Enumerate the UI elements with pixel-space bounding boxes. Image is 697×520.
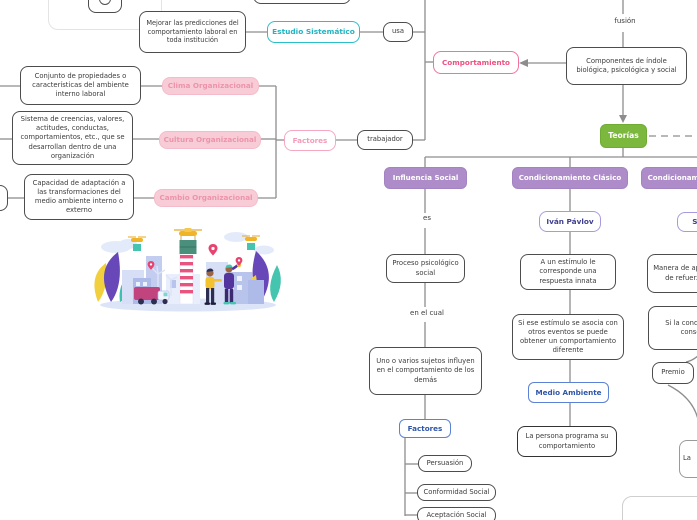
edge-label-en-el-cual[interactable]: en el cual	[403, 309, 451, 317]
drone-small-left-icon	[128, 236, 146, 251]
node-cultura-organizacional[interactable]: Cultura Organizacional	[159, 131, 261, 149]
node-influencia-social[interactable]: Influencia Social	[384, 167, 467, 189]
drone-small-right-icon	[242, 235, 260, 250]
node-capacidad-adaptacion[interactable]: Capacidad de adaptación a las transforma…	[24, 174, 134, 220]
node-factores-influencia[interactable]: Factores	[399, 419, 451, 438]
node-estudio-sistematico[interactable]: Estudio Sistemático	[267, 21, 360, 43]
node-medio-ambiente[interactable]: Medio Ambiente	[528, 382, 609, 403]
delivery-truck-icon	[134, 287, 170, 305]
node-comportamiento[interactable]: Comportamiento	[433, 51, 519, 74]
partial-node-top[interactable]	[253, 0, 351, 4]
node-premio[interactable]: Premio	[652, 362, 694, 384]
person-yellow-icon	[204, 268, 222, 305]
location-pins-icon	[147, 244, 243, 270]
city-delivery-drones-illustration[interactable]	[88, 226, 288, 314]
node-la-partial[interactable]: La	[679, 440, 697, 478]
node-componentes-indole[interactable]: Componentes de índole biológica, psicoló…	[566, 47, 687, 85]
node-sistema-creencias[interactable]: Sistema de creencias, valores, actitudes…	[12, 111, 133, 165]
node-persona-programa[interactable]: La persona programa su comportamiento	[517, 426, 617, 457]
node-teorias[interactable]: Teorías	[600, 124, 647, 148]
partial-node-left-edge[interactable]	[0, 185, 8, 211]
node-uno-varios-sujetos[interactable]: Uno o varios sujetos influyen en el comp…	[369, 347, 482, 395]
node-ivan-pavlov[interactable]: Iván Pávlov	[539, 211, 601, 232]
node-factores-organizacionales[interactable]: Factores	[284, 130, 336, 151]
partial-icon-node[interactable]	[88, 0, 122, 13]
edge-label-fusion[interactable]: fusión	[601, 17, 649, 25]
node-conducta-consecuencias[interactable]: Si la conducta consigue consecuencias	[648, 306, 697, 350]
node-skinner[interactable]: Skinner	[677, 212, 697, 232]
node-aceptacion-social[interactable]: Aceptación Social	[417, 507, 496, 520]
node-condicionamiento-operante[interactable]: Condicionamiento Operante	[641, 167, 697, 189]
node-persuasion[interactable]: Persuasión	[418, 455, 472, 472]
drone-large-icon	[174, 228, 202, 254]
node-condicionamiento-clasico[interactable]: Condicionamiento Clásico	[512, 167, 628, 189]
node-conformidad-social[interactable]: Conformidad Social	[417, 484, 496, 501]
node-conjunto-propiedades[interactable]: Conjunto de propiedades o característica…	[20, 66, 141, 105]
person-purple-icon	[223, 262, 242, 305]
edge-label-es[interactable]: es	[415, 214, 439, 222]
node-mejorar-predicciones[interactable]: Mejorar las predicciones del comportamie…	[139, 11, 246, 53]
circle-lens-icon	[99, 0, 111, 5]
node-usa[interactable]: usa	[383, 22, 413, 42]
node-clima-organizacional[interactable]: Clima Organizacional	[162, 77, 259, 95]
node-proceso-psicologico[interactable]: Proceso psicológico social	[386, 254, 465, 283]
empty-node-bottom-right[interactable]	[622, 496, 697, 520]
node-estimulo-asociado[interactable]: Si ese estímulo se asocia con otros even…	[512, 314, 624, 360]
node-manera-aprendizaje[interactable]: Manera de aprendizaje a base de refuerzo…	[647, 254, 697, 293]
node-cambio-organizacional[interactable]: Cambio Organizacional	[154, 189, 258, 207]
node-trabajador[interactable]: trabajador	[357, 130, 413, 150]
node-estimulo-respuesta[interactable]: A un estímulo le corresponde una respues…	[520, 254, 616, 290]
